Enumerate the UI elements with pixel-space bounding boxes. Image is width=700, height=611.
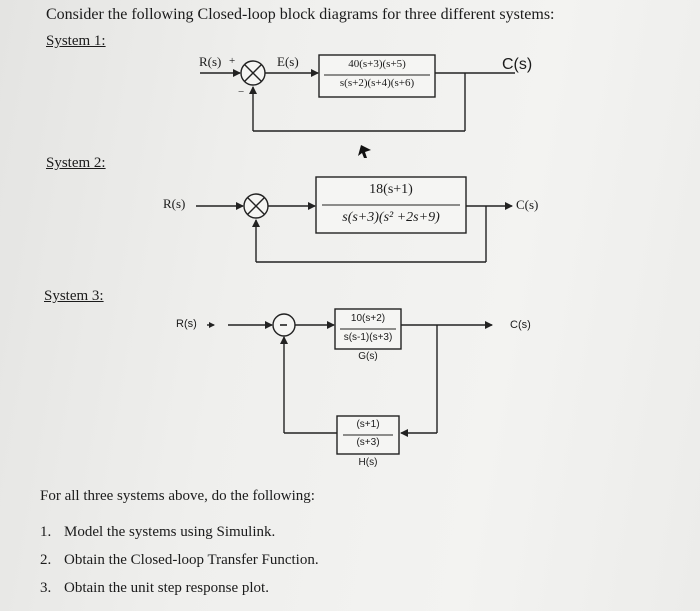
task-item: 1. Model the systems using Simulink. bbox=[40, 524, 319, 552]
system3-input-label: R(s) bbox=[176, 318, 197, 330]
system3-output-label: C(s) bbox=[510, 319, 531, 331]
system2-denominator: s(s+3)(s² +2s+9) bbox=[342, 210, 440, 225]
intro-text: Consider the following Closed-loop block… bbox=[46, 6, 555, 23]
system1-diagram bbox=[200, 54, 515, 132]
system2-label: System 2: bbox=[46, 155, 106, 171]
mouse-pointer-icon bbox=[358, 145, 371, 158]
system3-g-denominator: s(s-1)(s+3) bbox=[343, 332, 393, 343]
system3-g-numerator: 10(s+2) bbox=[350, 313, 386, 324]
system2-numerator: 18(s+1) bbox=[369, 182, 413, 197]
system1-output-label: C(s) bbox=[502, 56, 533, 73]
system3-h-name: H(s) bbox=[358, 457, 378, 468]
system1-numerator: 40(s+3)(s+5) bbox=[348, 58, 406, 70]
system3-label: System 3: bbox=[44, 288, 104, 304]
task-list: 1. Model the systems using Simulink. 2. … bbox=[40, 524, 319, 608]
system3-h-denominator: (s+3) bbox=[356, 437, 380, 448]
system2-diagram bbox=[196, 176, 513, 263]
task-text: Obtain the unit step response plot. bbox=[64, 580, 269, 596]
system3-h-numerator: (s+1) bbox=[356, 419, 380, 430]
system2-input-label: R(s) bbox=[163, 196, 186, 211]
system1-input-label: R(s) bbox=[199, 54, 222, 69]
task-item: 2. Obtain the Closed-loop Transfer Funct… bbox=[40, 552, 319, 580]
task-text: Obtain the Closed-loop Transfer Function… bbox=[64, 552, 319, 568]
system1-minus-sign: − bbox=[238, 86, 245, 98]
task-item: 3. Obtain the unit step response plot. bbox=[40, 580, 319, 608]
system3-diagram bbox=[207, 308, 493, 455]
task-number: 2. bbox=[40, 552, 52, 568]
task-number: 3. bbox=[40, 580, 52, 596]
instructions-text: For all three systems above, do the foll… bbox=[40, 488, 315, 504]
system1-denominator: s(s+2)(s+4)(s+6) bbox=[339, 77, 415, 89]
system1-error-label: E(s) bbox=[277, 54, 299, 69]
system1-label: System 1: bbox=[46, 33, 106, 49]
task-text: Model the systems using Simulink. bbox=[64, 524, 276, 540]
system2-output-label: C(s) bbox=[516, 197, 539, 212]
system1-plus-sign: + bbox=[229, 55, 236, 67]
system3-g-name: G(s) bbox=[358, 351, 378, 362]
task-number: 1. bbox=[40, 524, 52, 540]
system1-transfer-block bbox=[318, 54, 436, 98]
